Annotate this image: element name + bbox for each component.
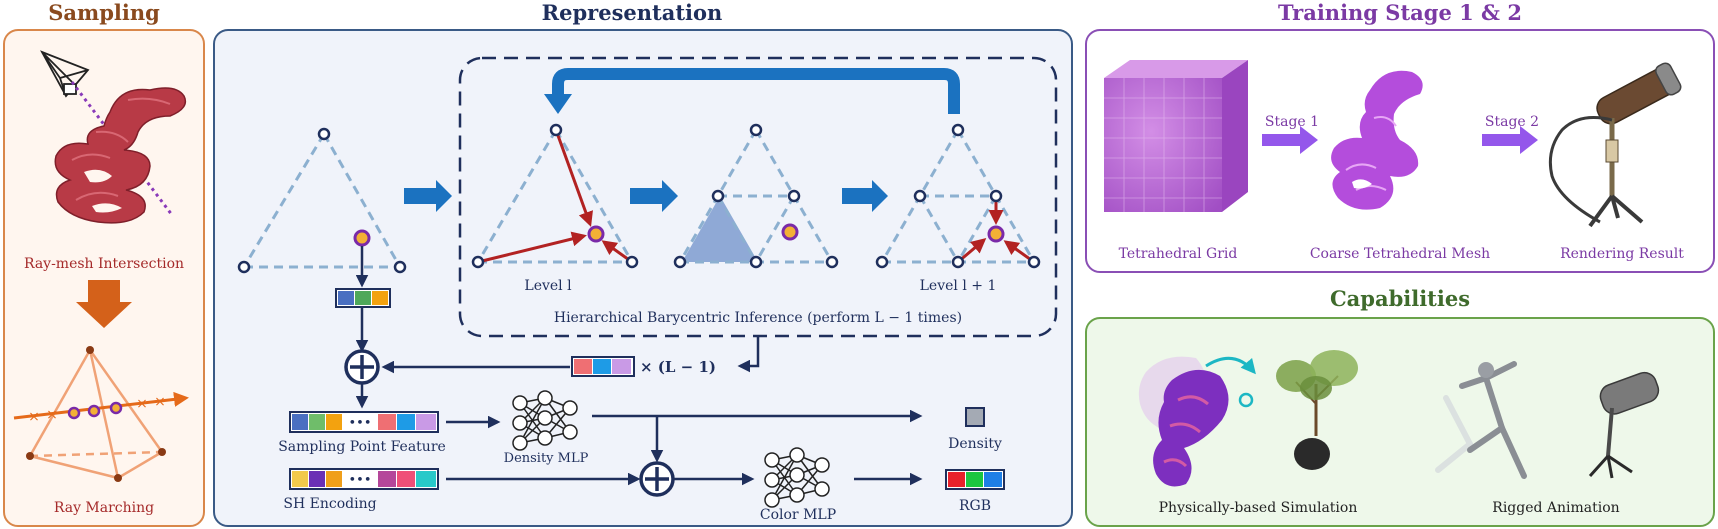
- sampling-title: Sampling: [48, 0, 160, 25]
- coarse-mesh-label: Coarse Tetrahedral Mesh: [1310, 246, 1490, 262]
- simulated-bunny: [1138, 356, 1256, 487]
- svg-text:×: ×: [46, 407, 58, 423]
- ray-mesh-intersection-label: Ray-mesh Intersection: [24, 256, 184, 272]
- tetrahedral-grid-cube: [1104, 60, 1248, 212]
- sample-point: [353, 229, 371, 247]
- coarse-tet-mesh: [1331, 70, 1423, 210]
- tetrahedral-grid-label: Tetrahedral Grid: [1119, 246, 1238, 262]
- representation-panel-frame: [213, 29, 1073, 527]
- level-l1-triangle: [875, 123, 1041, 269]
- level-l1-label: Level l + 1: [920, 278, 997, 294]
- loop-back-arrow: [552, 68, 960, 114]
- stage1-arrow: [1262, 126, 1318, 154]
- sh-dots: •••: [348, 473, 371, 488]
- red-mesh-object: [54, 87, 187, 224]
- blue-arrow-2: [630, 180, 678, 212]
- sampling-down-arrow: [76, 280, 132, 328]
- svg-text:×: ×: [136, 396, 148, 412]
- marching-samples: × × × ×: [28, 394, 166, 425]
- blue-arrow-1: [404, 180, 452, 212]
- rgb-output-box: [945, 469, 1005, 490]
- animated-microphone: [1588, 371, 1660, 479]
- animation-label: Rigged Animation: [1492, 500, 1619, 516]
- color-mlp-label: Color MLP: [760, 507, 836, 523]
- stage1-label: Stage 1: [1265, 114, 1319, 130]
- level-l-triangle: [471, 123, 639, 269]
- hbi-label: Hierarchical Barycentric Inference (perf…: [554, 310, 962, 326]
- density-output-label: Density: [948, 436, 1002, 452]
- feature-sum-node: [344, 349, 380, 385]
- level-l-label: Level l: [524, 278, 572, 294]
- sampling-point-feature-label: Sampling Point Feature: [278, 439, 446, 455]
- stage2-arrow: [1482, 126, 1538, 154]
- base-triangle: [237, 127, 407, 274]
- blue-arrow-3: [842, 180, 888, 212]
- svg-text:×: ×: [154, 394, 166, 410]
- sampling-panel: Sampling Ray-mesh Intersection: [3, 0, 205, 527]
- ray-marching-tetrahedron: [28, 349, 164, 480]
- sampling-point-feature-vector: [289, 411, 439, 433]
- svg-text:×: ×: [28, 409, 40, 425]
- marching-ray: [13, 391, 189, 420]
- camera-icon: [40, 50, 90, 98]
- ray-marching-label: Ray Marching: [54, 500, 154, 516]
- multilevel-feature-vector: [571, 356, 635, 377]
- sh-encoding-vector: [289, 468, 439, 490]
- times-label: × (L − 1): [640, 358, 716, 376]
- training-title: Training Stage 1 & 2: [1278, 0, 1522, 25]
- tet-vertices: [26, 346, 166, 482]
- density-mlp-network: [512, 390, 578, 451]
- color-mlp-network: [764, 447, 830, 508]
- rendered-microphone: [1548, 62, 1682, 228]
- capabilities-title: Capabilities: [1330, 286, 1470, 311]
- representation-title: Representation: [542, 0, 723, 25]
- point-feature-vector: [335, 288, 391, 308]
- loop-back-arrowhead: [544, 94, 572, 114]
- training-panel: Training Stage 1 & 2 Tetrahedral Grid St…: [1085, 0, 1715, 273]
- sh-encoding-label: SH Encoding: [283, 496, 376, 512]
- simulation-label: Physically-based Simulation: [1159, 500, 1358, 516]
- subdivided-triangle: [673, 123, 839, 269]
- stage2-label: Stage 2: [1485, 114, 1539, 130]
- density-mlp-label: Density MLP: [504, 451, 589, 466]
- rendering-result-label: Rendering Result: [1560, 246, 1684, 262]
- feature-dots: •••: [348, 416, 371, 431]
- rigged-figure: [1435, 361, 1527, 479]
- representation-panel: Representation: [213, 0, 1073, 527]
- capabilities-panel: Capabilities Physically-based Simulation: [1085, 286, 1715, 527]
- color-sum-node: [639, 461, 675, 497]
- bonsai-tree: [1276, 350, 1358, 470]
- density-output-box: [965, 407, 985, 427]
- rgb-output-label: RGB: [959, 498, 991, 514]
- hbi-output-connector: [737, 336, 760, 373]
